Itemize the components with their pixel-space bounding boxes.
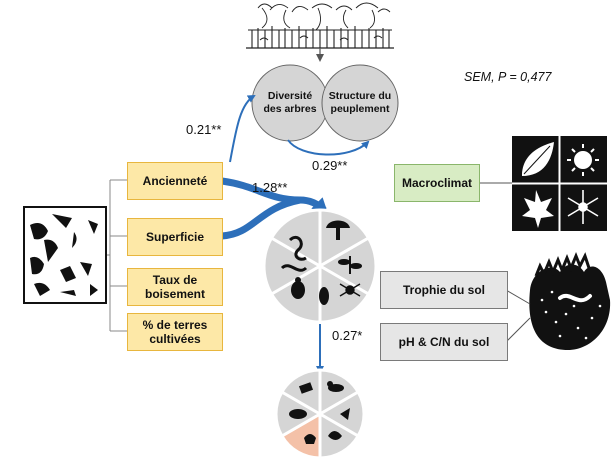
predictor-anciennete: Ancienneté	[127, 162, 223, 200]
predictor-bracket	[104, 179, 127, 332]
spider-icon	[339, 283, 361, 297]
predation-icon	[298, 382, 314, 394]
predictor-terres-cultivees: % de terres cultivées	[127, 313, 223, 351]
forest-sketch-icon	[246, 2, 394, 49]
trophie-box: Trophie du sol	[380, 271, 508, 309]
seed-dispersal-icon	[340, 408, 350, 420]
herbivory-icon	[328, 431, 342, 440]
decomposition-icon	[289, 409, 307, 419]
coef-anciennete-diversity: 0.21**	[186, 122, 222, 137]
coef-diversity-structure: 0.29**	[312, 158, 348, 173]
predictor-taux-boisement: Taux de boisement	[127, 268, 223, 306]
biodiversity-wheel	[262, 208, 378, 324]
structure-circle	[321, 64, 399, 142]
predictor-superficie: Superficie	[127, 218, 223, 256]
structure-label: Structure du peuplement	[328, 90, 392, 115]
worm-icon	[280, 264, 308, 272]
snowflake-icon	[567, 190, 599, 224]
soil-connector-2	[505, 317, 531, 343]
functions-wheel	[274, 368, 366, 460]
mushroom-icon	[326, 220, 350, 240]
sem-label: SEM, P = 0,477	[464, 70, 552, 84]
pollination-icon	[327, 381, 344, 392]
maple-leaf-icon	[522, 190, 554, 228]
beetle-icon	[291, 277, 305, 299]
pest-control-icon	[304, 434, 316, 444]
arrow-superficie-biodiversity	[221, 196, 301, 240]
soil-connector-1	[505, 289, 531, 305]
seed-icon	[319, 287, 329, 305]
sun-icon	[567, 144, 599, 176]
climate-icons	[512, 136, 607, 231]
diversity-label: Diversité des arbres	[263, 90, 317, 115]
leaf-icon	[522, 142, 554, 176]
arrow-anciennete-diversity	[229, 95, 256, 163]
arrow-diversity-structure	[287, 139, 370, 156]
landscape-map-icon	[23, 206, 107, 304]
soil-icon	[529, 252, 611, 350]
plant-icon	[338, 256, 362, 274]
ph-box: pH & C/N du sol	[380, 323, 508, 361]
snake-icon	[288, 235, 307, 261]
macroclimat-box: Macroclimat	[394, 164, 480, 202]
coef-biodiversity-functions: 0.27*	[332, 328, 363, 343]
coef-to-biodiversity: 1.28**	[252, 180, 288, 195]
